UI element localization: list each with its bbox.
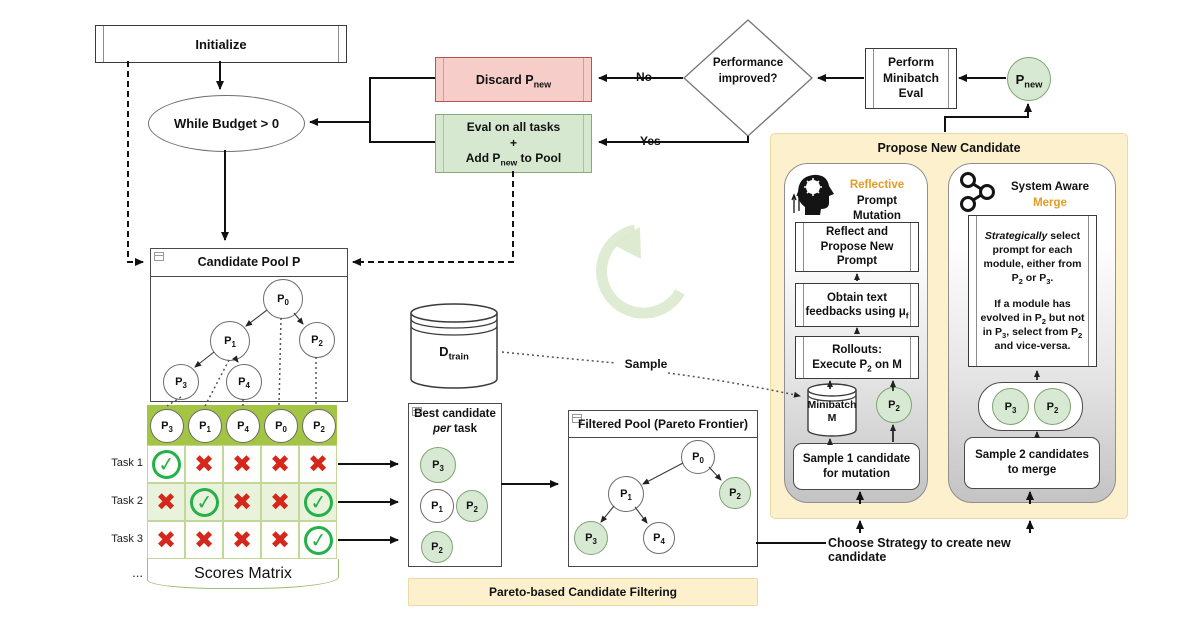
pool-node-p3: P3 [163,364,199,400]
minibatch-eval-box: Perform Minibatch Eval [865,48,957,109]
discard-label: Discard Pnew [475,72,552,89]
choose-strategy-label: Choose Strategy to create new candidate [828,536,1011,564]
eval-line1: Eval on all tasks [466,120,561,135]
matrix-col-p0: P0 [264,409,298,443]
rollouts-box: Rollouts: Execute P2 on M [795,336,919,379]
matrix-col-p3: P3 [150,409,184,443]
matrix-cell [185,521,223,559]
initialize-label: Initialize [195,36,247,52]
matrix-cell [223,521,261,559]
merge-p2-node: P2 [1034,388,1071,425]
matrix-col-p4: P4 [226,409,260,443]
sample-2-candidates-box: Sample 2 candidates to merge [964,437,1100,489]
merge-title: System Aware Merge [1011,181,1089,209]
matrix-cell [261,445,299,483]
propose-panel-title: Propose New Candidate [877,141,1021,155]
pool-node-p2: P2 [299,322,335,358]
p-new-node: Pnew [1007,57,1051,101]
while-budget-ellipse: While Budget > 0 [148,95,305,152]
pool-node-p4: P4 [226,364,262,400]
window-icon [154,252,164,261]
matrix-cell [261,483,299,521]
sample-1-candidate-box: Sample 1 candidate for mutation [793,443,920,490]
filtered-node-p3: P3 [574,521,608,555]
merge-strategy-textbox: Strategically select prompt for each mod… [968,215,1097,367]
mutation-title: Reflective Prompt Mutation [849,179,905,223]
mutation-p2-node: P2 [876,387,912,423]
discard-box: Discard Pnew [435,57,592,102]
pool-node-p1: P1 [210,321,250,361]
no-label: No [634,70,654,84]
matrix-col-p2: P2 [302,409,336,443]
eval-line3: Add Pnew to Pool [465,151,562,168]
task1-label: Task 1 [111,457,143,469]
candidate-pool-title: Candidate Pool P [151,249,347,277]
merge-p3-node: P3 [992,388,1029,425]
dtrain-label: Dtrain [439,344,469,362]
matrix-cell [185,445,223,483]
scores-matrix-grid [147,445,337,559]
yes-label: Yes [638,134,663,148]
filtered-node-p4: P4 [643,522,675,554]
loop-refresh-icon [596,224,685,319]
minibatch-label: Minibatch M [807,399,857,425]
best-node-p2b: P2 [421,531,453,563]
matrix-col-p1: P1 [188,409,222,443]
sample-label: Sample [624,357,668,371]
window-icon [412,407,422,416]
filtered-node-p2: P2 [719,477,751,509]
matrix-cell [147,483,185,521]
matrix-cell [223,445,261,483]
window-icon [572,414,582,423]
matrix-cell [185,483,223,521]
matrix-cell [299,445,337,483]
filtered-pool-title: Filtered Pool (Pareto Frontier) [569,411,757,438]
matrix-cell [223,483,261,521]
pool-node-p0: P0 [263,279,303,319]
task2-label: Task 2 [111,495,143,507]
filtered-node-p1: P1 [608,476,644,512]
matrix-cell [299,483,337,521]
while-budget-label: While Budget > 0 [173,116,280,131]
obtain-feedback-box: Obtain text feedbacks using μf [795,283,919,327]
matrix-cell [147,445,185,483]
best-node-p1: P1 [420,489,454,523]
tasks-ellipsis: ... [132,565,143,580]
eval-line2: + [509,135,517,150]
matrix-cell [147,521,185,559]
reflect-propose-box: Reflect and Propose New Prompt [795,222,919,272]
best-node-p2a: P2 [456,490,488,522]
pareto-filtering-banner: Pareto-based Candidate Filtering [408,578,758,606]
matrix-cell [261,521,299,559]
best-candidate-title: Best candidate per task [414,408,496,435]
initialize-box: Initialize [95,25,347,63]
eval-box: Eval on all tasks + Add Pnew to Pool [435,114,592,173]
matrix-cell [299,521,337,559]
decision-label: Performance improved? [712,57,784,85]
filtered-node-p0: P0 [681,440,715,474]
scores-matrix-caption: Scores Matrix [147,559,339,589]
task3-label: Task 3 [111,533,143,545]
best-node-p3: P3 [420,447,456,483]
